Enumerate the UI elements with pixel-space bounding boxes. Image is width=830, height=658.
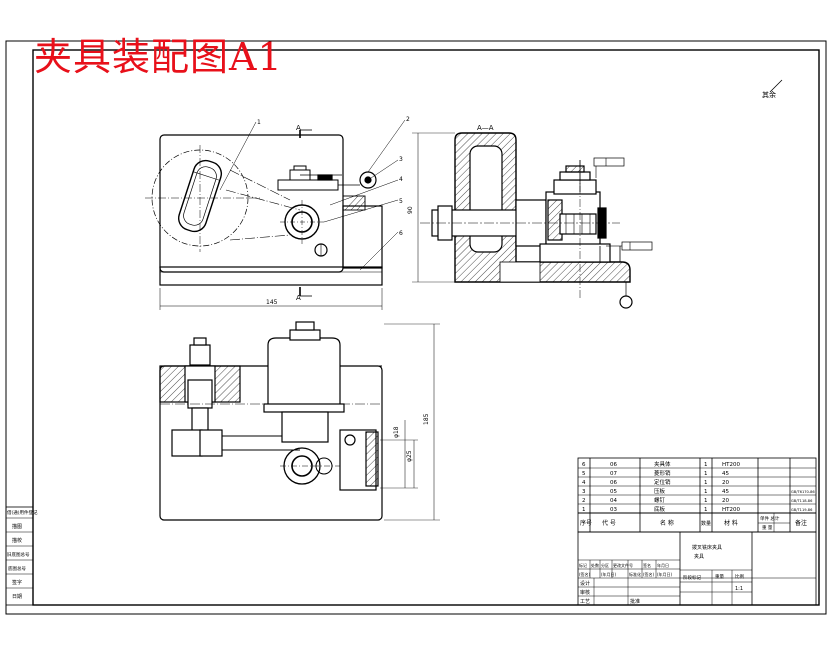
parts-row-3-qty: 1 bbox=[704, 480, 708, 486]
title-stage-label: 阶段标记 bbox=[683, 574, 701, 581]
front-view bbox=[145, 119, 406, 310]
parts-row-4-remark: GB/T6170-86 bbox=[791, 490, 815, 494]
parts-row-5-seq: 2 bbox=[582, 498, 586, 504]
title-row2-label-5: (年月日) bbox=[657, 571, 673, 577]
parts-row-5-material: 20 bbox=[722, 498, 729, 504]
side-view bbox=[412, 132, 653, 309]
left-block-row-2: 描校 bbox=[12, 537, 22, 544]
parts-header-material: 材 料 bbox=[724, 519, 738, 527]
dim-small-a: φ18 bbox=[393, 426, 400, 438]
parts-row-1-seq: 6 bbox=[582, 462, 586, 468]
parts-row-5-remark: GB/T118-86 bbox=[791, 499, 813, 503]
title-row-label-3: 分区 bbox=[601, 562, 609, 568]
dim-plan-height: 185 bbox=[423, 413, 430, 425]
title-drawing-name: 拨叉铣床夹具 bbox=[692, 544, 722, 551]
parts-row-3-code: 06 bbox=[610, 480, 617, 486]
parts-header-weight: 单件 总计 bbox=[760, 515, 780, 522]
dim-width: 145 bbox=[266, 299, 278, 306]
parts-header-weight-sub: 重 量 bbox=[762, 524, 773, 531]
title-scale-label: 比例 bbox=[735, 573, 744, 580]
title-process: 工艺 bbox=[580, 599, 590, 605]
section-label-front-top: A bbox=[296, 124, 301, 132]
drawing-title: 夹具装配图A1 bbox=[34, 35, 283, 79]
parts-row-4-material: 45 bbox=[722, 489, 729, 495]
parts-row-6-qty: 1 bbox=[704, 507, 708, 513]
parts-row-4-name: 压板 bbox=[654, 487, 666, 495]
inner-frame bbox=[32, 49, 820, 606]
title-drawing-sub: 夹具 bbox=[694, 553, 704, 560]
section-label-side: A—A bbox=[477, 124, 494, 132]
title-row2-label-4: (签名) bbox=[643, 571, 655, 577]
title-row-label-4: 更改文件号 bbox=[613, 562, 633, 568]
outer-frame bbox=[5, 40, 827, 615]
left-block-row-6: 日期 bbox=[12, 594, 22, 600]
parts-row-6-code: 03 bbox=[610, 507, 617, 513]
parts-row-4-qty: 1 bbox=[704, 489, 708, 495]
parts-row-5-code: 04 bbox=[610, 498, 617, 504]
parts-header-name: 名 称 bbox=[660, 519, 674, 527]
parts-row-6-seq: 1 bbox=[582, 507, 586, 513]
title-review: 审核 bbox=[580, 589, 590, 596]
left-block-row-5: 签字 bbox=[12, 579, 22, 586]
parts-row-3-material: 20 bbox=[722, 480, 729, 486]
parts-row-5-name: 螺钉 bbox=[654, 496, 666, 504]
left-block-row-3: 旧底图总号 bbox=[7, 551, 30, 558]
parts-row-5-qty: 1 bbox=[704, 498, 708, 504]
title-row-label-6: 年月日 bbox=[657, 562, 669, 568]
leader-1: 1 bbox=[257, 119, 261, 126]
parts-row-1-code: 06 bbox=[610, 462, 617, 468]
leader-5: 5 bbox=[399, 198, 403, 205]
parts-header-seq: 序号 bbox=[580, 519, 592, 527]
left-register-block bbox=[5, 506, 34, 606]
parts-row-6-remark: GB/T119-86 bbox=[791, 508, 813, 512]
left-block-row-1: 描图 bbox=[12, 523, 22, 530]
title-row-label-5: 签名 bbox=[643, 562, 651, 568]
dim-small-b: φ25 bbox=[406, 450, 413, 462]
parts-row-3-name: 定位销 bbox=[654, 478, 671, 486]
leader-6: 6 bbox=[399, 230, 403, 237]
parts-row-2-code: 07 bbox=[610, 471, 617, 477]
parts-row-2-qty: 1 bbox=[704, 471, 708, 477]
left-block-row-4: 底图总号 bbox=[8, 565, 26, 572]
leader-4: 4 bbox=[399, 176, 403, 183]
parts-row-2-seq: 5 bbox=[582, 471, 586, 477]
parts-header-code: 代 号 bbox=[602, 519, 616, 527]
parts-row-6-name: 底板 bbox=[654, 505, 666, 513]
leader-3: 3 bbox=[399, 156, 403, 163]
title-row2-label-2: (年月日) bbox=[601, 571, 617, 577]
title-row-label-2: 处数 bbox=[591, 562, 599, 568]
parts-header-remark: 备注 bbox=[795, 519, 807, 527]
title-approve: 批准 bbox=[630, 598, 640, 605]
parts-header-qty: 数量 bbox=[701, 520, 711, 527]
left-block-header: 借(通)用件登记 bbox=[7, 509, 38, 516]
plan-view bbox=[159, 321, 440, 521]
parts-row-6-material: HT200 bbox=[722, 507, 740, 513]
parts-row-1-name: 夹具体 bbox=[654, 460, 671, 468]
title-row2-label-1: (签名) bbox=[579, 571, 591, 577]
title-scale-value: 1:1 bbox=[735, 586, 743, 592]
title-design: 设计 bbox=[580, 580, 590, 587]
parts-row-3-seq: 4 bbox=[582, 480, 586, 486]
leader-2: 2 bbox=[406, 116, 410, 123]
title-weight-label: 重量 bbox=[715, 573, 724, 580]
title-row-label-1: 标记 bbox=[579, 562, 587, 568]
dim-height-side: 90 bbox=[407, 206, 414, 214]
parts-row-2-material: 45 bbox=[722, 471, 729, 477]
section-label-front-bottom: A bbox=[296, 294, 301, 302]
title-block bbox=[577, 531, 817, 606]
parts-row-4-code: 05 bbox=[610, 489, 617, 495]
parts-row-2-name: 菱形销 bbox=[654, 469, 671, 477]
top-right-note: 其余 bbox=[762, 90, 776, 99]
title-row2-label-3: 标准化 bbox=[629, 571, 641, 577]
parts-row-1-material: HT200 bbox=[722, 462, 740, 468]
parts-row-4-seq: 3 bbox=[582, 489, 586, 495]
parts-row-1-qty: 1 bbox=[704, 462, 708, 468]
